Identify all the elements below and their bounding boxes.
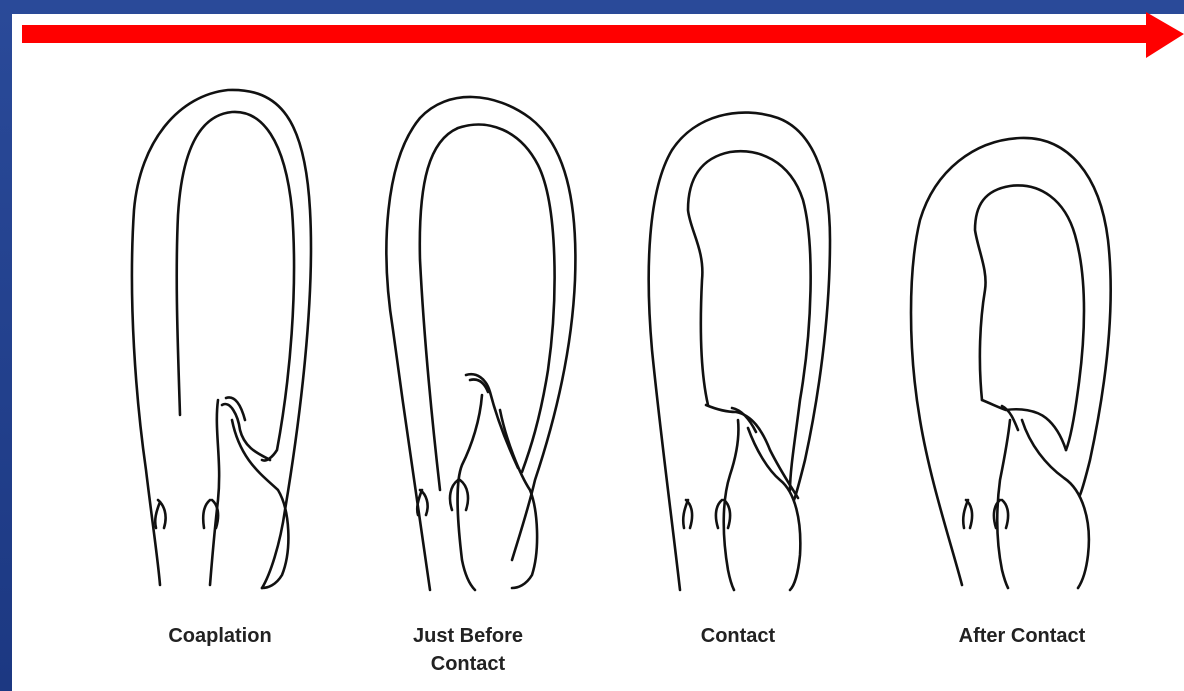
stage-3-outline <box>649 113 830 590</box>
stage-3-caption: Contact <box>638 622 838 650</box>
stage-1-outline <box>132 90 311 588</box>
stage-4-caption: After Contact <box>912 622 1132 650</box>
stage-4-outline <box>911 138 1111 588</box>
stage-2-outline <box>386 97 575 590</box>
stage-2-caption: Just Before Contact <box>368 622 568 678</box>
stage-1-caption: Coaplation <box>120 622 320 650</box>
